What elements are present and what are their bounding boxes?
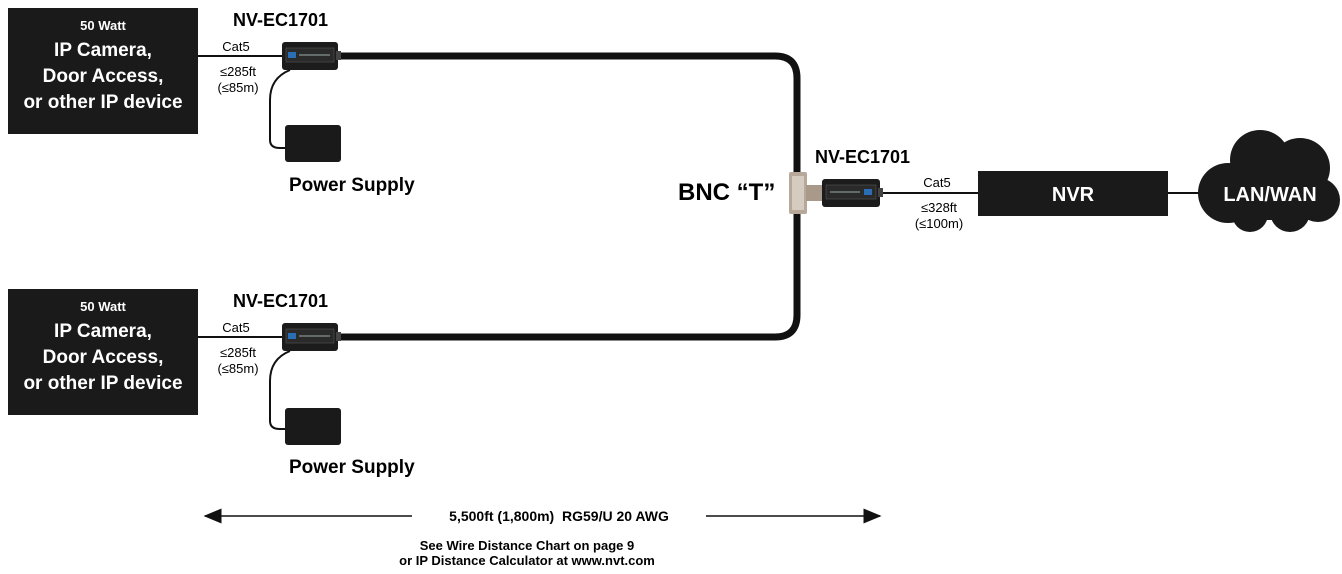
camera-line2-top: Door Access, — [43, 66, 164, 87]
cat5-label-nvr: Cat5 — [923, 175, 950, 190]
camera-watt-bottom: 50 Watt — [80, 299, 126, 314]
distance-m-nvr: (≤100m) — [915, 216, 963, 231]
power-supply-bottom — [285, 408, 341, 445]
power-supply-top — [285, 125, 341, 162]
camera-line2-bottom: Door Access, — [43, 347, 164, 368]
power-supply-label-top: Power Supply — [289, 175, 415, 196]
camera-box-top — [8, 8, 198, 134]
transceiver-right — [822, 179, 883, 207]
camera-line3-top: or other IP device — [23, 92, 182, 113]
cloud-icon — [1198, 130, 1340, 232]
distance-ft-nvr: ≤328ft — [921, 200, 957, 215]
transceiver-model-right: NV-EC1701 — [815, 147, 910, 167]
distance-m-bottom: (≤85m) — [217, 361, 258, 376]
coax-cable-bottom — [340, 205, 801, 341]
camera-line3-bottom: or other IP device — [23, 373, 182, 394]
coax-cable-top — [340, 52, 801, 180]
camera-line1-top: IP Camera, — [54, 40, 152, 61]
cat5-label-bottom: Cat5 — [222, 320, 249, 335]
transceiver-model-top: NV-EC1701 — [233, 10, 328, 30]
camera-watt-top: 50 Watt — [80, 18, 126, 33]
distance-ft-bottom: ≤285ft — [220, 345, 256, 360]
nvr-box — [978, 171, 1168, 216]
transceiver-model-bottom: NV-EC1701 — [233, 291, 328, 311]
bnc-t-connector — [789, 172, 824, 214]
distance-ft-top: ≤285ft — [220, 64, 256, 79]
power-wire-top — [269, 69, 291, 149]
distance-note-line1: See Wire Distance Chart on page 9 — [420, 538, 634, 553]
power-wire-bottom — [269, 350, 291, 430]
camera-line1-bottom: IP Camera, — [54, 321, 152, 342]
cat5-label-top: Cat5 — [222, 39, 249, 54]
distance-note-line2: or IP Distance Calculator at www.nvt.com — [399, 553, 655, 568]
power-supply-label-bottom: Power Supply — [289, 457, 415, 478]
transceiver-top — [282, 42, 341, 70]
transceiver-bottom — [282, 323, 341, 351]
distance-label: 5,500ft (1,800m) RG59/U 20 AWG — [449, 508, 669, 524]
distance-m-top: (≤85m) — [217, 80, 258, 95]
nvr-label: NVR — [1052, 184, 1095, 206]
cloud-label: LAN/WAN — [1223, 184, 1316, 206]
camera-box-bottom — [8, 289, 198, 415]
bnc-t-label: BNC “T” — [678, 179, 775, 206]
